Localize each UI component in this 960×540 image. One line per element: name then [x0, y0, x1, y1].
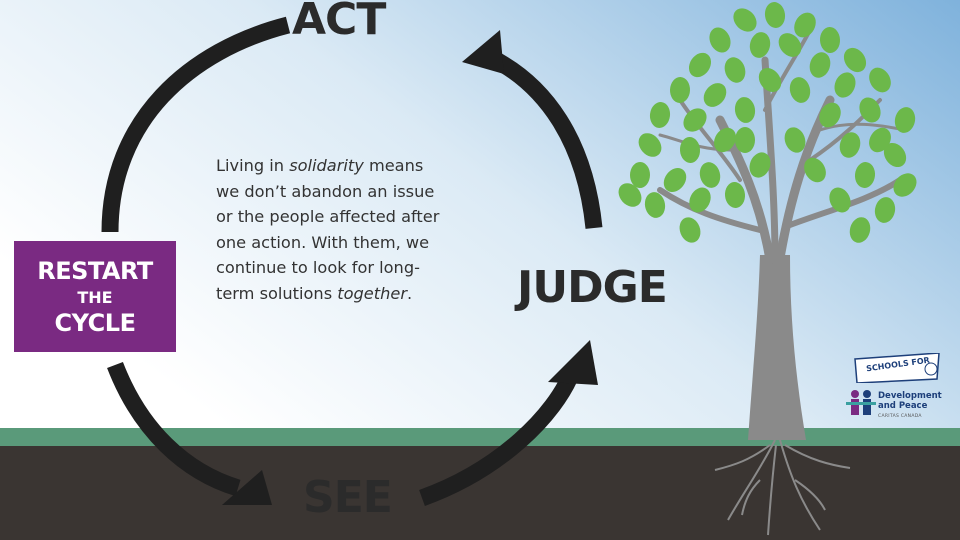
leaf [709, 27, 731, 53]
leaf [794, 12, 816, 38]
leaf [733, 8, 757, 32]
schools-for-logo [854, 353, 940, 383]
leaf [649, 102, 671, 128]
leaf [893, 173, 917, 197]
caritas-canada-label: CARITAS CANADA [878, 414, 922, 419]
leaf [663, 168, 687, 192]
leaf [724, 182, 746, 208]
tree-leaves [618, 2, 917, 243]
text-line-4: one action. With them, we [216, 232, 430, 252]
leaf [764, 2, 786, 28]
text-line-6: term solutions together. [216, 283, 413, 303]
leaf [834, 72, 856, 98]
arrowhead-judge [548, 340, 598, 385]
solidarity-text: Living in solidarity means we don’t aban… [216, 153, 516, 306]
arrow-see-to-judge [419, 368, 580, 506]
leaf [683, 108, 707, 132]
leaf [714, 127, 736, 153]
leaf [849, 217, 871, 243]
text-line-1: Living in solidarity means [216, 156, 424, 175]
leaf [669, 77, 691, 103]
leaf [819, 27, 841, 53]
leaf [689, 187, 711, 213]
development-peace-name: Development and Peace [878, 391, 942, 411]
leaf [638, 133, 662, 157]
text-line-2: we don’t abandon an issue [216, 181, 435, 201]
cycle-arrows [101, 16, 603, 506]
restart-cycle-box: RESTART THE CYCLE [14, 241, 176, 352]
leaf [829, 187, 851, 213]
arrowhead-see [222, 470, 272, 505]
leaf [679, 137, 701, 163]
leaf [758, 67, 782, 93]
stage-see-label: SEE [303, 472, 393, 523]
leaf [749, 32, 771, 58]
stage-act-label: ACT [292, 0, 386, 45]
leaf [703, 83, 727, 107]
leaf [809, 52, 831, 78]
leaf [854, 162, 876, 188]
leaf [784, 127, 806, 153]
text-line-5: continue to look for long- [216, 258, 420, 277]
leaf [724, 57, 746, 83]
leaf [894, 107, 916, 133]
tree-roots [714, 439, 851, 536]
stage-judge-label: JUDGE [517, 262, 668, 313]
leaf [859, 97, 881, 123]
leaf [749, 152, 771, 178]
leaf [869, 127, 891, 153]
cycle-label: CYCLE [54, 309, 136, 337]
leaf [688, 52, 712, 78]
leaf [644, 192, 666, 218]
arrow-restart-to-act [101, 16, 291, 233]
leaf [869, 67, 891, 93]
arrow-restart-to-see [107, 361, 241, 497]
leaf [735, 127, 755, 153]
leaf [734, 97, 756, 123]
leaf [699, 162, 721, 188]
tree-trunk [748, 255, 806, 440]
leaf [679, 217, 701, 243]
leaf [618, 183, 642, 207]
leaf [804, 157, 826, 183]
leaf [819, 102, 841, 128]
leaf [789, 77, 811, 103]
leaf [843, 47, 867, 73]
leaf [874, 197, 896, 223]
leaf [778, 33, 802, 57]
leaf [883, 142, 907, 168]
arrowhead-act [462, 30, 504, 74]
development-peace-icon [846, 390, 876, 415]
arrow-judge-to-act [488, 50, 603, 229]
restart-label: RESTART [37, 257, 153, 285]
text-line-3: or the people affected after [216, 207, 440, 226]
leaf [839, 132, 861, 158]
leaf [629, 162, 651, 188]
the-label: THE [77, 288, 113, 307]
